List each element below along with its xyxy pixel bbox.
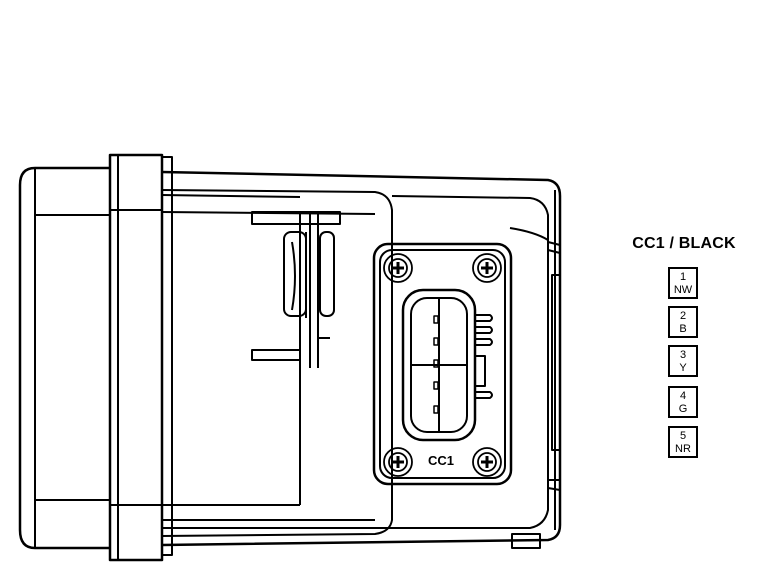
legend-title: CC1 / BLACK (632, 235, 736, 252)
screw-bottom-left-icon (383, 447, 413, 477)
screw-bottom-right-icon (472, 447, 502, 477)
pin-wire: G (678, 403, 688, 415)
latch-assembly (162, 211, 341, 506)
pin-number: 1 (679, 271, 687, 283)
cavity-1 (433, 315, 439, 324)
pin-box-2: 2 B (668, 306, 698, 338)
pin-box-1: 1 NW (668, 267, 698, 299)
housing-flange (108, 153, 173, 562)
pin-number: 2 (679, 310, 687, 322)
cavity-4 (433, 381, 439, 390)
housing-end-cap (18, 166, 110, 550)
connector-plate (372, 242, 513, 486)
pin-box-5: 5 NR (668, 426, 698, 458)
connector-label: CC1 (428, 453, 454, 468)
housing-body (161, 170, 562, 549)
pin-number: 5 (679, 430, 687, 442)
pin-wire: NR (675, 443, 691, 455)
pin-number: 3 (679, 349, 687, 361)
pin-wire: Y (679, 362, 687, 374)
mounting-screws (383, 253, 502, 477)
pin-number: 4 (679, 390, 687, 402)
cavity-2 (433, 337, 439, 346)
connector-socket (401, 288, 493, 442)
screw-top-left-icon (383, 253, 413, 283)
pin-wire: B (679, 323, 687, 335)
screw-top-right-icon (472, 253, 502, 283)
pin-box-4: 4 G (668, 386, 698, 418)
pin-box-3: 3 Y (668, 345, 698, 377)
cavity-3 (433, 359, 439, 368)
cavity-5 (433, 405, 439, 414)
pin-wire: NW (673, 284, 693, 296)
pin-cavities (433, 315, 439, 414)
